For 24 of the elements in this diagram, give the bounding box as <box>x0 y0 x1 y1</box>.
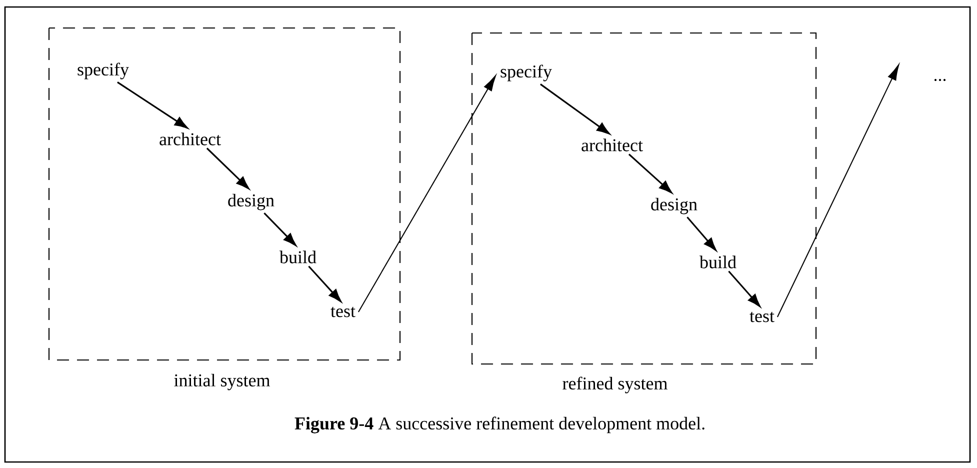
arrow <box>264 212 296 246</box>
step-label: architect <box>160 132 221 146</box>
step-label: build <box>700 256 736 268</box>
step-label: test <box>330 306 356 318</box>
arrow <box>206 148 250 190</box>
arrow <box>358 75 496 312</box>
ellipsis: ... <box>934 78 946 82</box>
arrow <box>728 270 760 307</box>
caption: Figure 9-4 A successive refinement development model. <box>294 416 704 434</box>
arrow <box>628 154 672 194</box>
step-label: specify <box>500 64 552 82</box>
step-label: architect <box>582 138 643 152</box>
box-label: refined system <box>562 376 668 394</box>
arrow <box>776 64 900 318</box>
step-label: test <box>750 312 774 322</box>
step-label: design <box>651 198 698 214</box>
step-label: design <box>228 194 274 210</box>
arrow <box>117 82 188 128</box>
step-label: build <box>280 250 316 264</box>
step-label: specify <box>78 62 129 80</box>
arrow <box>308 266 342 302</box>
box-label: initial system <box>174 374 270 390</box>
arrow <box>686 216 716 251</box>
arrow <box>540 84 610 134</box>
